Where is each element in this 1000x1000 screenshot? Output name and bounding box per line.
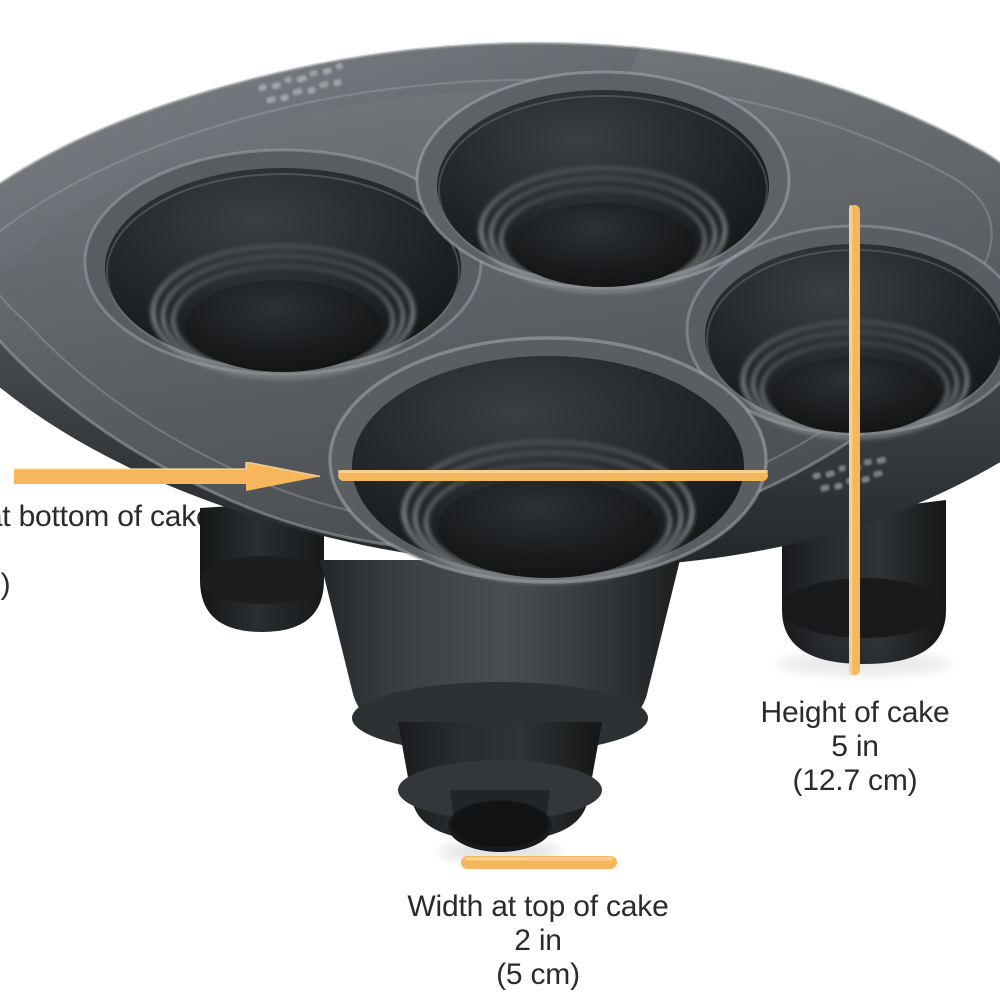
height-of-cake-line-1: Height of cake: [760, 696, 950, 729]
width-at-bottom-line-3: (7.6 cm): [0, 568, 11, 601]
height-of-cake-label: Height of cake 5 in (12.7 cm): [700, 696, 1000, 798]
cake-cone-back-left: [200, 500, 324, 632]
embossed-logo-top-left: [258, 62, 344, 104]
width-at-top-line-2: 2 in: [514, 924, 562, 957]
height-of-cake-line-2: 5 in: [831, 730, 879, 763]
cake-cone-front: [320, 560, 680, 852]
width-at-top-line-1: Width at top of cake: [407, 890, 669, 923]
width-bottom-arrow-icon: [14, 462, 320, 491]
height-measure-line: [849, 205, 860, 675]
width-top-measure-dash: [461, 856, 617, 869]
width-at-top-line-3: (5 cm): [496, 958, 580, 991]
width-bottom-measure-line: [338, 470, 768, 481]
cavity-front: [328, 336, 768, 584]
width-at-bottom-label: Width at bottom of cake 3 in (7.6 cm): [0, 500, 213, 602]
cake-cone-back-right: [782, 500, 946, 664]
width-at-bottom-line-1: Width at bottom of cake: [0, 500, 213, 533]
width-at-top-label: Width at top of cake 2 in (5 cm): [383, 890, 693, 992]
height-of-cake-line-3: (12.7 cm): [792, 764, 918, 797]
cavity-back-left: [83, 148, 483, 380]
cavity-back-top: [415, 70, 791, 294]
